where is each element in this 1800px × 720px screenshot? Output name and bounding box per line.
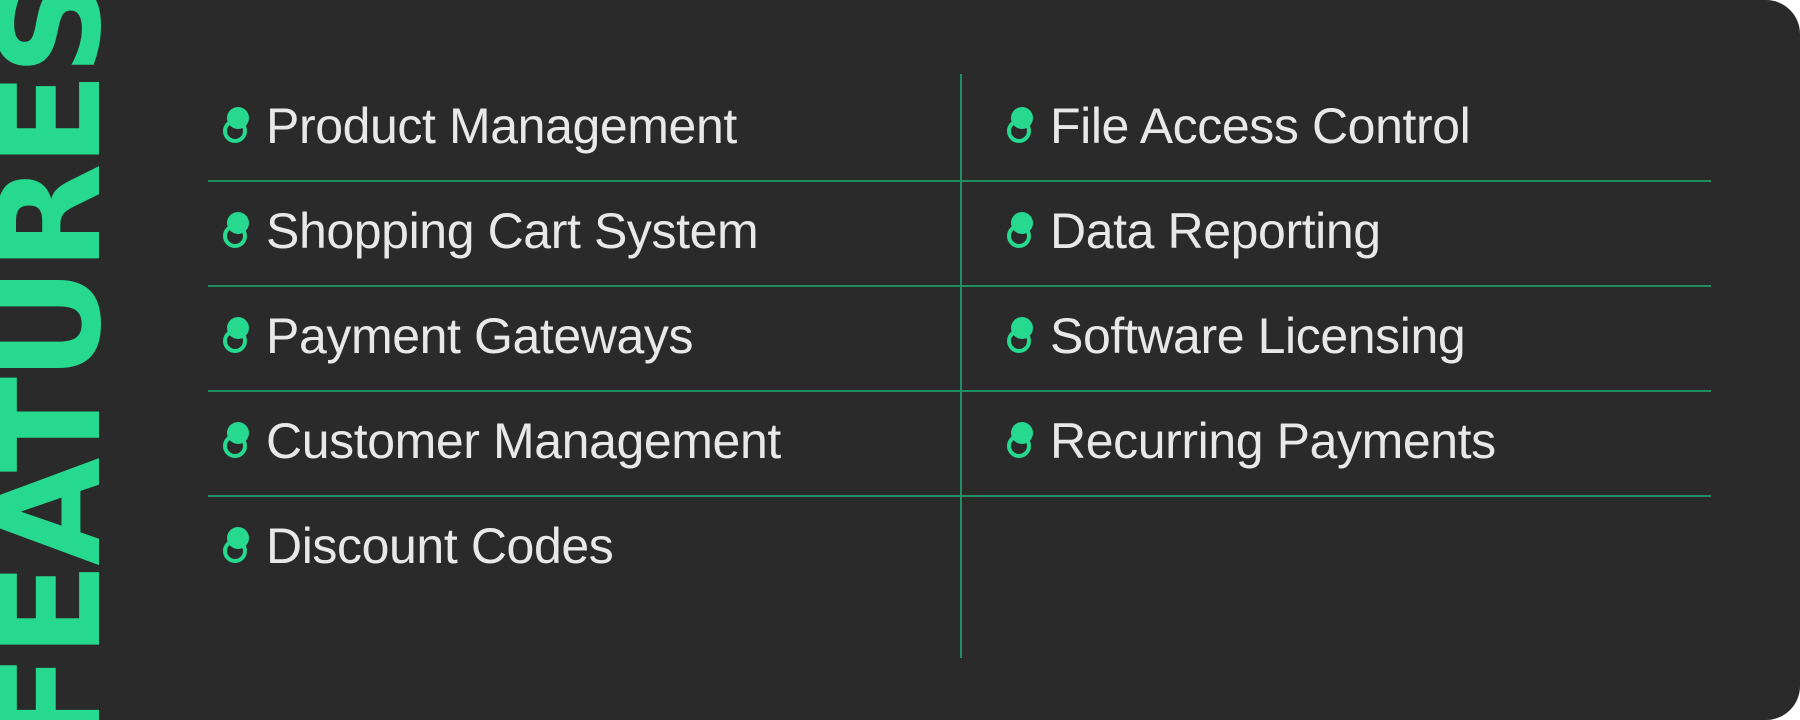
feature-data-reporting: Data Reporting: [992, 179, 1381, 283]
row-divider: [208, 285, 1711, 287]
row-divider: [208, 180, 1711, 182]
feature-label: Data Reporting: [1050, 203, 1381, 259]
feature-bullet-icon: [223, 212, 249, 248]
feature-label: Product Management: [266, 98, 737, 154]
feature-label: Discount Codes: [266, 518, 614, 574]
feature-bullet-icon: [223, 422, 249, 458]
row-divider: [208, 495, 1711, 497]
feature-bullet-icon: [1007, 422, 1033, 458]
feature-label: Software Licensing: [1050, 308, 1466, 364]
feature-product-management: Product Management: [208, 74, 737, 178]
feature-label: Shopping Cart System: [266, 203, 759, 259]
feature-customer-management: Customer Management: [208, 389, 781, 493]
feature-file-access-control: File Access Control: [992, 74, 1471, 178]
feature-shopping-cart-system: Shopping Cart System: [208, 179, 759, 283]
feature-discount-codes: Discount Codes: [208, 494, 614, 598]
feature-label: Payment Gateways: [266, 308, 694, 364]
feature-label: Customer Management: [266, 413, 781, 469]
feature-software-licensing: Software Licensing: [992, 284, 1466, 388]
features-heading: FEATURES: [0, 0, 133, 720]
feature-bullet-icon: [223, 317, 249, 353]
feature-bullet-icon: [223, 107, 249, 143]
feature-bullet-icon: [1007, 212, 1033, 248]
feature-recurring-payments: Recurring Payments: [992, 389, 1496, 493]
feature-bullet-icon: [1007, 317, 1033, 353]
feature-bullet-icon: [223, 527, 249, 563]
feature-bullet-icon: [1007, 107, 1033, 143]
feature-payment-gateways: Payment Gateways: [208, 284, 694, 388]
column-divider: [960, 74, 962, 658]
feature-label: File Access Control: [1050, 98, 1471, 154]
features-grid: Product Management Shopping Cart System …: [208, 74, 1711, 658]
feature-label: Recurring Payments: [1050, 413, 1496, 469]
row-divider: [208, 390, 1711, 392]
